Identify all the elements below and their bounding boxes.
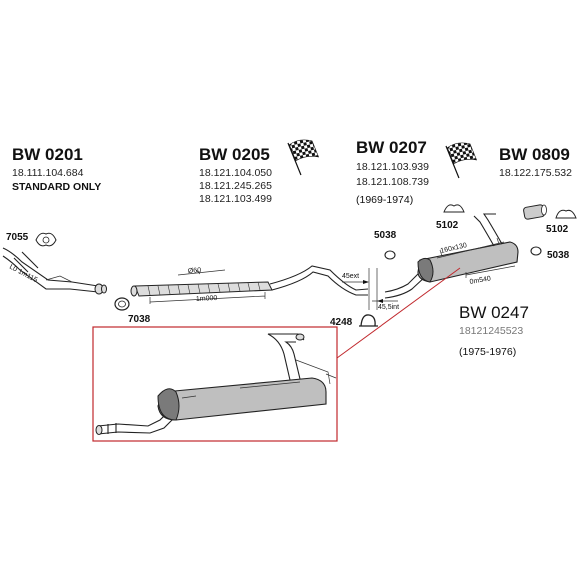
code-bw0809: BW 0809 bbox=[499, 145, 570, 164]
part-number-bw0247: 18121245523 bbox=[459, 325, 523, 337]
dim-rear-length: 0m540 bbox=[469, 275, 491, 286]
part-5102-left: 5102 bbox=[436, 204, 465, 231]
code-bw0247: BW 0247 bbox=[459, 303, 529, 322]
label-5102-right: 5102 bbox=[546, 224, 569, 235]
group-bw0247: BW 0247 18121245523 (1975-1976) bbox=[459, 303, 529, 358]
group-bw0205: BW 0205 18.121.104.050 18.121.245.265 18… bbox=[199, 145, 272, 205]
group-bw0201: BW 0201 18.111.104.684 STANDARD ONLY bbox=[12, 145, 101, 193]
part-number-bw0207-1: 18.121.103.939 bbox=[356, 161, 429, 173]
group-bw0809: BW 0809 18.122.175.532 bbox=[499, 145, 572, 179]
label-4248: 4248 bbox=[330, 317, 353, 328]
label-5038-top: 5038 bbox=[374, 230, 397, 241]
racing-flag-icon bbox=[287, 139, 320, 176]
callout-leader-line bbox=[336, 267, 461, 359]
dim-mid-length: 1m000 bbox=[196, 295, 218, 303]
dim-ext: 45ext bbox=[342, 273, 359, 280]
part-5038-top: 5038 bbox=[374, 230, 397, 260]
dim-diameter: Ø60 bbox=[188, 267, 202, 275]
part-number-bw0207-2: 18.121.108.739 bbox=[356, 176, 429, 188]
part-7038: 7038 bbox=[114, 297, 151, 325]
racing-flag-icon bbox=[445, 142, 478, 179]
part-number-bw0205-3: 18.121.103.499 bbox=[199, 193, 272, 205]
front-pipe bbox=[2, 247, 107, 295]
code-bw0205: BW 0205 bbox=[199, 145, 270, 164]
group-bw0207: BW 0207 18.121.103.939 18.121.108.739 (1… bbox=[356, 138, 429, 206]
dim-int: 45,5int bbox=[378, 304, 399, 311]
part-number-bw0205-1: 18.121.104.050 bbox=[199, 167, 272, 179]
years-bw0207: (1969-1974) bbox=[356, 194, 413, 206]
callout-box bbox=[92, 326, 338, 442]
part-number-bw0809: 18.122.175.532 bbox=[499, 167, 572, 179]
part-number-bw0201: 18.111.104.684 bbox=[12, 167, 84, 179]
label-7038: 7038 bbox=[128, 314, 151, 325]
part-4248: 4248 bbox=[330, 314, 378, 328]
label-5102-left: 5102 bbox=[436, 220, 459, 231]
bw0247-detail bbox=[95, 333, 337, 435]
ext-int-dimension bbox=[342, 268, 398, 310]
part-7055: 7055 bbox=[6, 232, 57, 247]
code-bw0201: BW 0201 bbox=[12, 145, 83, 164]
label-5038-right: 5038 bbox=[547, 250, 570, 261]
note-standard-only: STANDARD ONLY bbox=[12, 181, 101, 193]
code-bw0207: BW 0207 bbox=[356, 138, 427, 157]
label-7055: 7055 bbox=[6, 232, 29, 243]
years-bw0247: (1975-1976) bbox=[459, 346, 516, 358]
part-exhaust-tip bbox=[523, 204, 547, 220]
rear-silencer bbox=[384, 213, 519, 299]
part-5102-right: 5102 bbox=[546, 209, 577, 235]
middle-silencer bbox=[130, 265, 369, 304]
part-number-bw0205-2: 18.121.245.265 bbox=[199, 180, 272, 192]
part-5038-right: 5038 bbox=[530, 246, 570, 261]
